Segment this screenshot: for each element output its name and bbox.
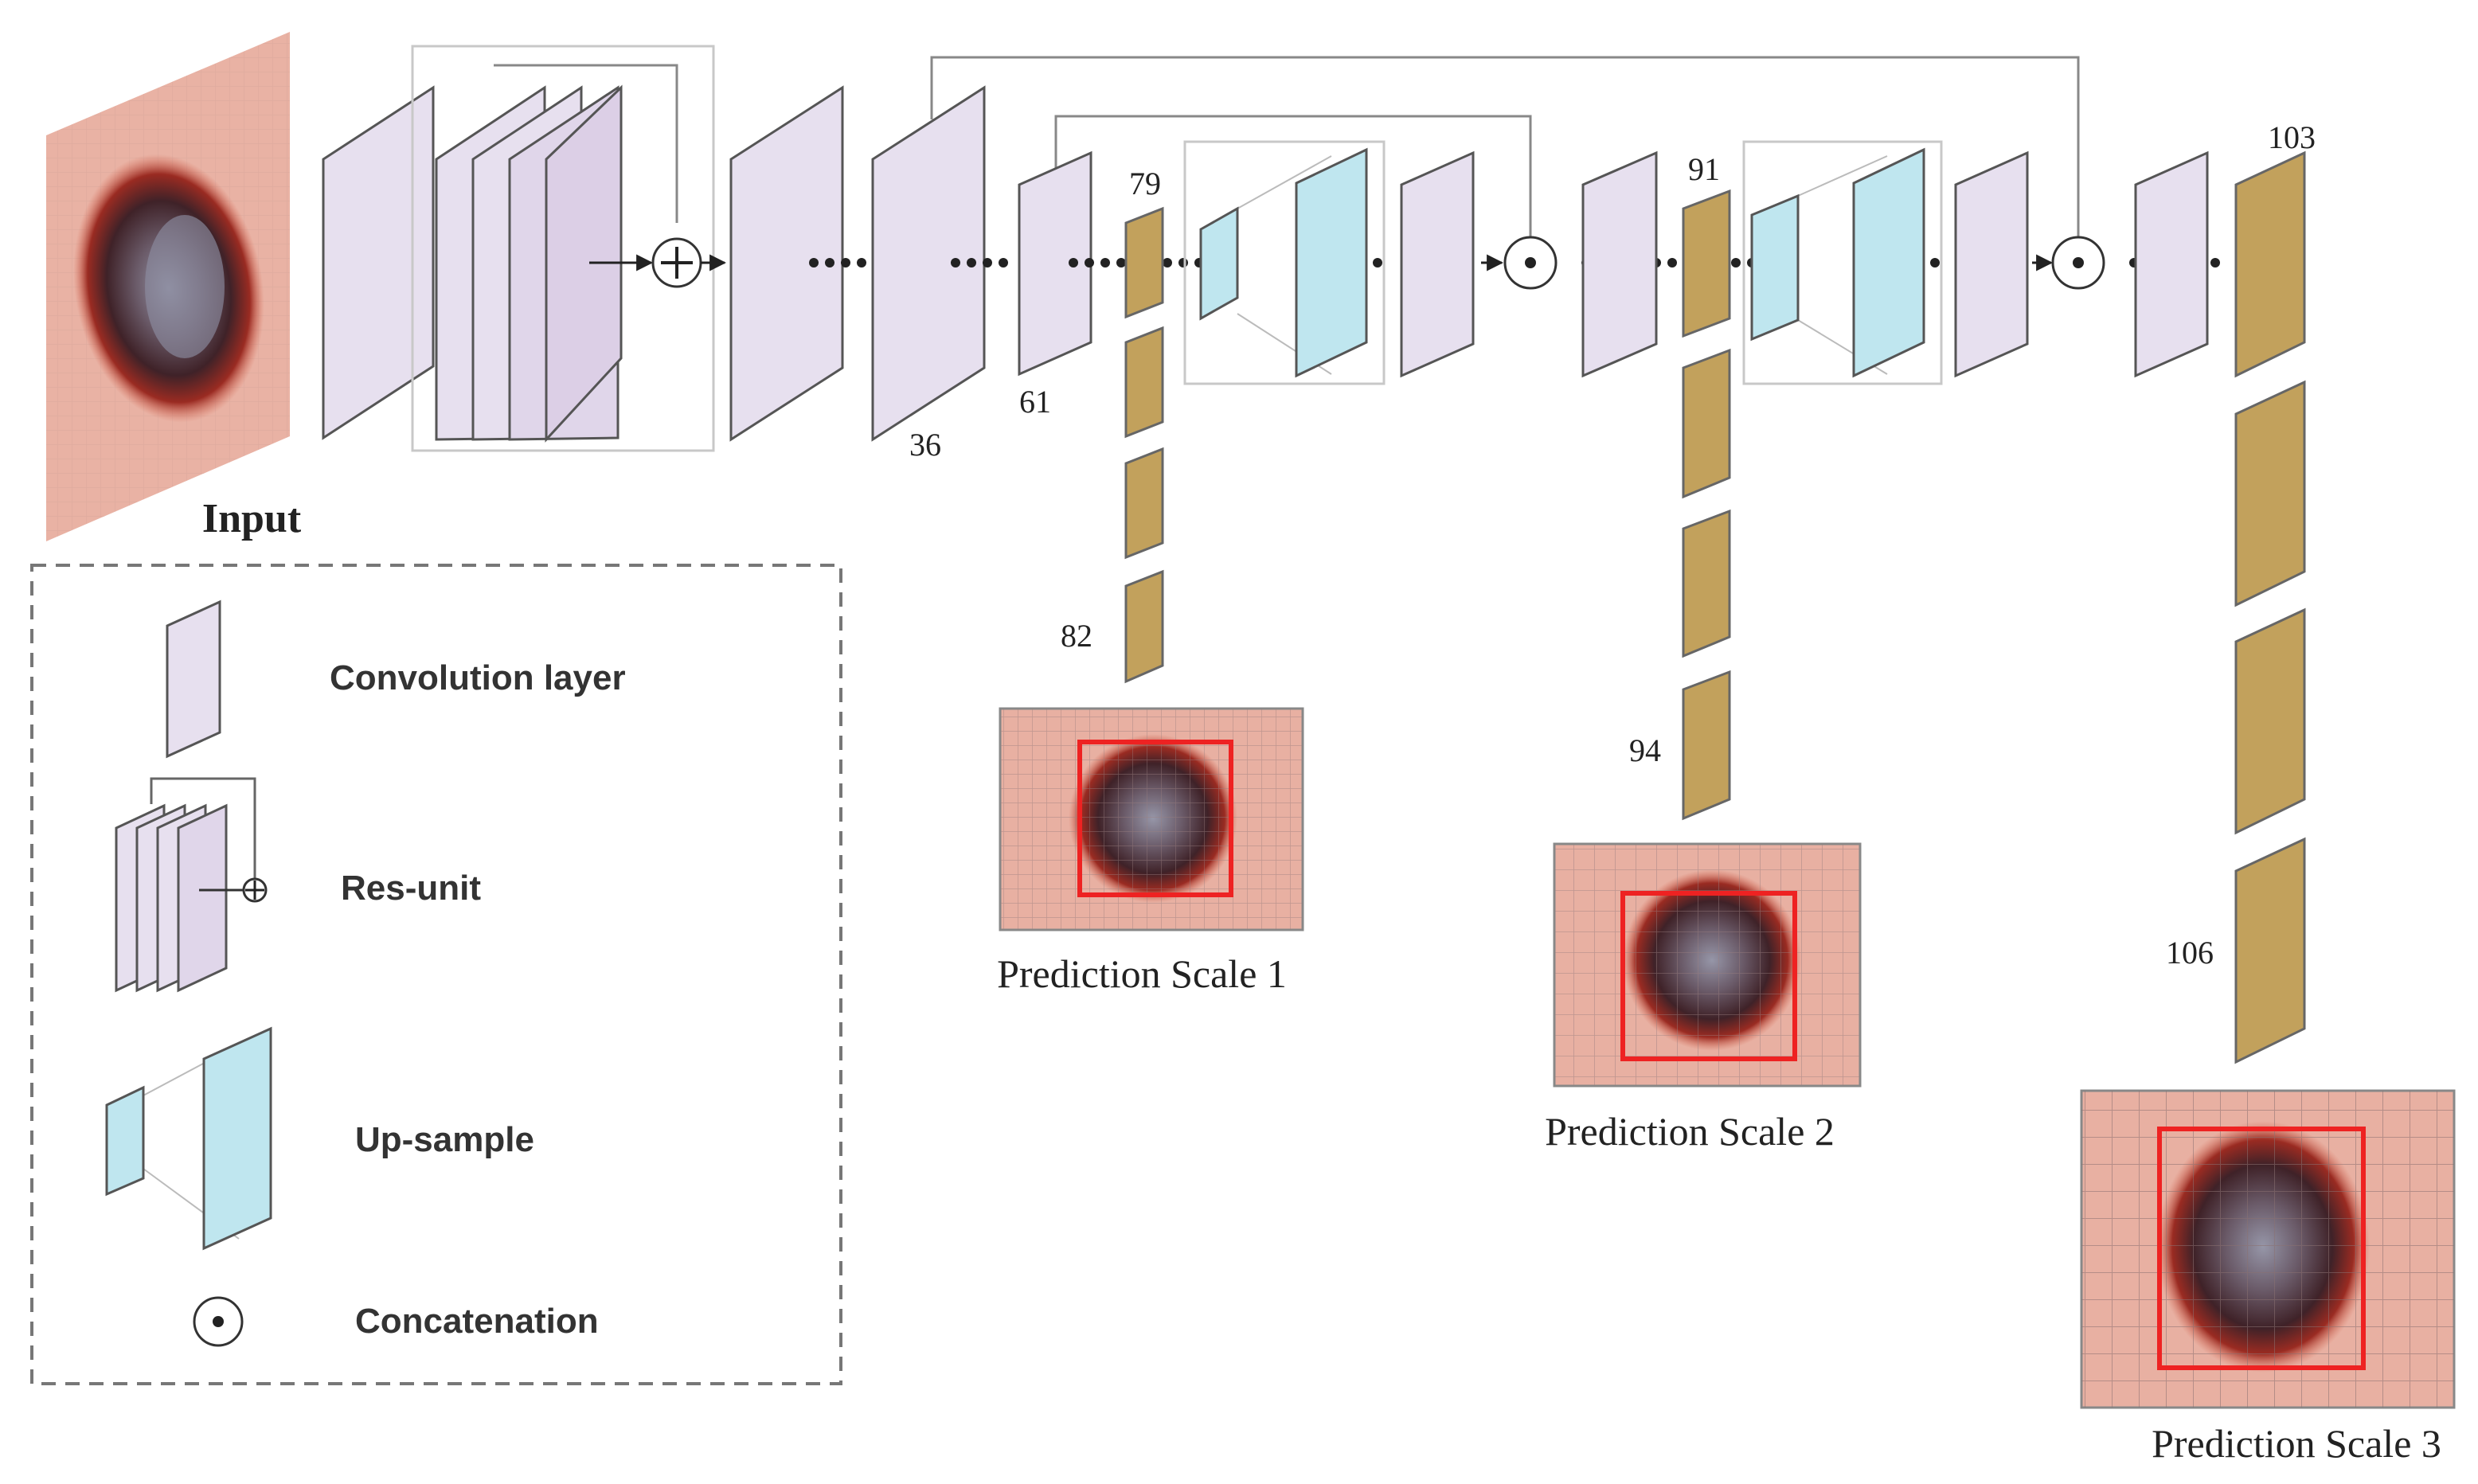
output-column-scale1 [1124,206,1164,684]
res-skip-line [494,64,678,223]
input-label: Input [202,496,302,541]
conv-layer [1018,150,1092,377]
layer-number-61: 61 [1019,384,1051,420]
res-unit-block [411,45,715,452]
output-column-scale2 [1682,189,1731,821]
dot-circle-icon [193,1296,244,1347]
bounding-box [1077,740,1233,897]
legend-upsample-label: Up-sample [355,1120,534,1159]
legend: Convolution layer Res-unit Up-sample Con… [30,564,842,1385]
conv-layer [1400,150,1475,378]
skip-line-36 [930,56,2087,256]
layer-number-82: 82 [1061,618,1092,654]
layer-number-94: 94 [1629,732,1661,768]
prediction-scale-2-label: Prediction Scale 2 [1545,1109,1835,1154]
conv-layer [322,85,435,440]
skip-connections [494,56,2087,256]
legend-conv-label: Convolution layer [330,658,626,697]
legend-upsample-swatch [105,1026,272,1251]
bounding-box [2157,1127,2366,1370]
legend-res-swatch [115,777,268,993]
legend-res-label: Res-unit [341,869,481,908]
prediction-scale-3-label: Prediction Scale 3 [2152,1421,2441,1466]
legend-concat-label: Concatenation [355,1302,599,1341]
conv-layer [729,85,844,442]
conv-layer [871,85,986,442]
conv-layer [1954,150,2029,378]
prediction-image-scale3 [2080,1089,2456,1409]
bounding-box [1620,891,1797,1061]
dot-circle-icon [2051,236,2105,290]
layer-number-36: 36 [909,427,941,463]
dot-circle-icon [1503,236,1558,290]
output-column-scale3 [2234,150,2306,1064]
legend-conv-swatch [166,599,221,759]
prediction-image-scale1 [999,707,1304,931]
prediction-image-scale2 [1553,842,1862,1088]
upsample-block-2 [1742,140,1943,385]
layer-number-103: 103 [2268,119,2316,155]
conv-layer [1581,150,1658,378]
input-image [46,32,290,541]
upsample-block-1 [1183,140,1386,385]
layer-number-91: 91 [1688,151,1720,187]
skip-line-61 [1054,115,1539,256]
layer-number-106: 106 [2166,935,2214,970]
legend-border [30,564,842,1385]
layer-number-79: 79 [1129,166,1161,201]
prediction-scale-1-label: Prediction Scale 1 [997,951,1287,996]
conv-layer [2134,150,2209,378]
